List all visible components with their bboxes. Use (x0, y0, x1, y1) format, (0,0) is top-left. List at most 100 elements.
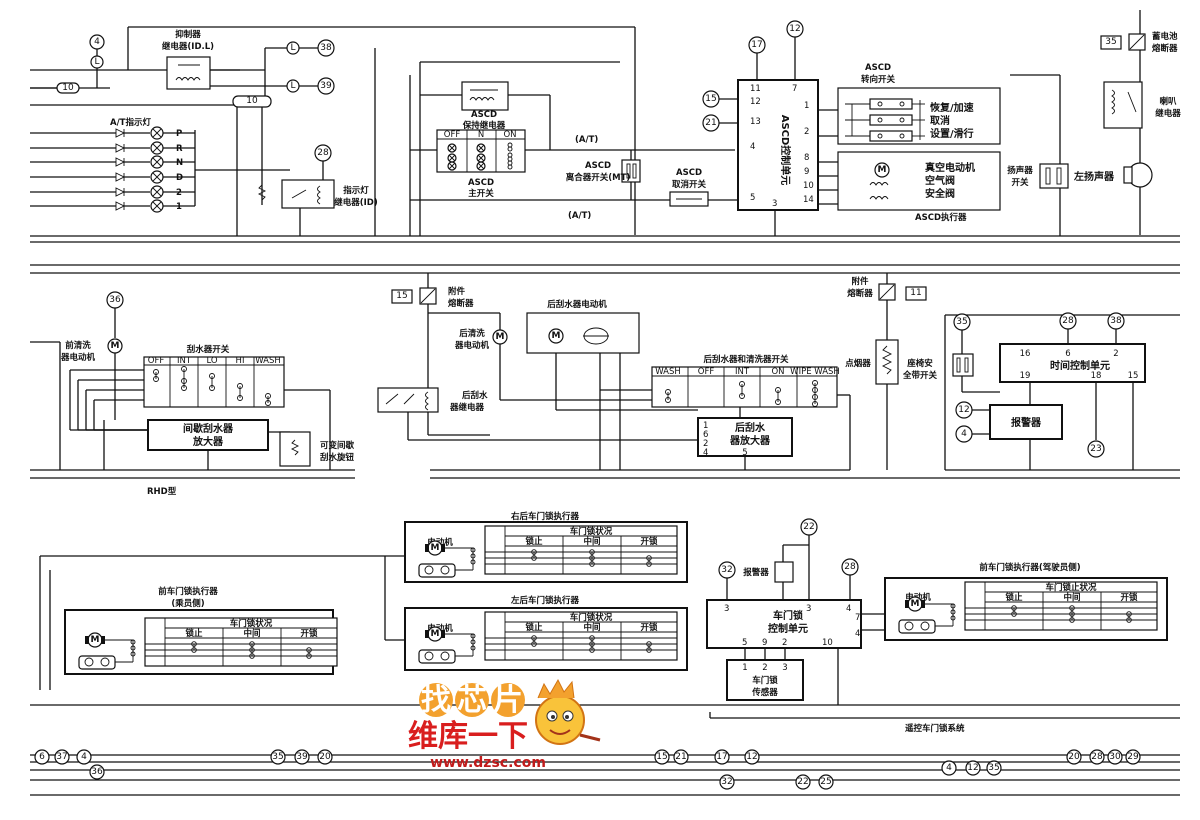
footer-connector (1089, 749, 1105, 765)
wiper-col-label: HI (236, 356, 245, 366)
vacuum-motor-label: 真空电动机 (925, 161, 975, 174)
horn-relay-label: 喇叭 (1159, 96, 1177, 107)
svg-text:16: 16 (1020, 349, 1031, 359)
lock-sensor-label: 车门锁 (752, 675, 778, 686)
rear-wiper-motor-label: 后刮水器电动机 (547, 299, 607, 310)
battery-fuse-label: 蓄电池 (1152, 31, 1178, 42)
svg-text:3: 3 (782, 663, 787, 673)
cancel-switch-label2: 取消开关 (672, 179, 707, 190)
fd-actuator-label: 前车门锁执行器(驾驶员侧) (979, 562, 1080, 573)
main-switch-label2: 主开关 (468, 188, 494, 199)
svg-text:M: M (431, 543, 440, 553)
footer-connector (294, 749, 310, 765)
timer-unit-label: 时间控制单元 (1050, 359, 1110, 372)
svg-text:13: 13 (750, 117, 761, 127)
rear-col-label: WASH (655, 367, 681, 377)
status-col-label: 中间 (243, 628, 260, 639)
status-col-label: 开锁 (640, 622, 658, 633)
footer-connector-num: 35 (272, 752, 283, 762)
svg-text:9: 9 (762, 638, 767, 648)
svg-text:OFF: OFF (444, 130, 461, 140)
connector-4: 4 (94, 37, 100, 47)
suppressor-relay-label2: 继电器(ID.L) (162, 41, 214, 52)
cancel-switch-label: ASCD (676, 168, 702, 178)
footer-connector-num: 36 (91, 767, 103, 777)
rear-col-label: ON (771, 367, 784, 377)
lock-status-table (144, 617, 338, 667)
connector-21: 21 (705, 118, 716, 128)
svg-text:8: 8 (804, 153, 809, 163)
lock-status-table (964, 581, 1158, 631)
svg-text:7: 7 (855, 613, 860, 623)
svg-text:M: M (111, 341, 120, 351)
gear-position-label: N (176, 158, 183, 168)
svg-text:7: 7 (792, 84, 797, 94)
footer-connector (744, 749, 760, 765)
ascd-hold-relay-label: ASCD (471, 110, 497, 120)
steering-switch-label2: 转向开关 (861, 74, 896, 85)
status-col-label: 开锁 (640, 536, 658, 547)
svg-text:14: 14 (803, 195, 814, 205)
rear-amp-label2: 器放大器 (729, 434, 771, 447)
footer-connector (795, 774, 811, 790)
footer-connector-num: 4 (81, 752, 87, 762)
contact-icon (507, 164, 513, 170)
wiper-col-label: OFF (148, 356, 165, 366)
svg-text:2: 2 (703, 439, 708, 449)
lock-mechanism-icon (898, 619, 936, 634)
rhd-label: RHD型 (147, 486, 177, 497)
cig-lighter-label: 点烟器 (845, 358, 871, 369)
connector-15-mid: 15 (396, 291, 407, 301)
lock-mechanism-icon (78, 655, 116, 670)
lock-status-title: 车门锁状况 (570, 612, 613, 623)
svg-text:15: 15 (1128, 371, 1139, 381)
steering-switch-label: ASCD (865, 63, 891, 73)
footer-connector (986, 760, 1002, 776)
svg-text:3: 3 (806, 604, 811, 614)
intermittent-amp-label: 间歇刮水器 (183, 422, 234, 435)
connector-10-center: 10 (246, 96, 258, 106)
connector-28-bottom: 28 (844, 562, 856, 572)
connector-12: 12 (789, 24, 800, 34)
lock-status-title: 车门锁状况 (230, 618, 273, 629)
air-valve-label: 空气阀 (925, 174, 955, 187)
svg-text:L: L (290, 43, 295, 53)
footer-connector-num: 12 (967, 763, 978, 773)
seat-belt-label: 座椅安 (906, 358, 933, 369)
rear-switch-label: 后刮水器和清洗器开关 (703, 354, 789, 365)
diode-icon (115, 187, 126, 197)
wiper-switch-label: 刮水器开关 (187, 344, 230, 355)
rear-wiper-relay-label2: 器继电器 (449, 402, 485, 413)
lock-mechanism-icon (418, 649, 456, 664)
svg-text:3: 3 (772, 199, 777, 209)
ascd-hold-relay-label2: 保持继电器 (462, 120, 506, 131)
gear-position-label: P (176, 129, 182, 139)
svg-text:1: 1 (804, 101, 809, 111)
footer-connector-num: 28 (1091, 752, 1103, 762)
footer-connector-num: 39 (296, 752, 308, 762)
gear-position-label: 1 (176, 202, 182, 212)
svg-text:5: 5 (742, 448, 747, 458)
seat-belt-label2: 全带开关 (902, 370, 938, 381)
status-col-label: 开锁 (1120, 592, 1138, 603)
clutch-switch-label: ASCD (585, 161, 611, 171)
wiper-col-label: INT (177, 356, 192, 366)
footer-connector-num: 30 (1109, 752, 1121, 762)
footer-connector (714, 749, 730, 765)
connector-35-top: 35 (1105, 37, 1116, 47)
at-label-2: (A/T) (568, 211, 591, 221)
fp-actuator-label2: (乘员侧) (171, 598, 204, 609)
main-switch-label: ASCD (468, 178, 494, 188)
svg-text:M: M (431, 629, 440, 639)
svg-text:12: 12 (750, 97, 761, 107)
footer-connector (818, 774, 834, 790)
svg-text:1: 1 (703, 421, 708, 431)
svg-text:5: 5 (750, 193, 755, 203)
svg-text:4: 4 (750, 142, 755, 152)
svg-text:19: 19 (1020, 371, 1031, 381)
rr-actuator-label: 右后车门锁执行器 (510, 511, 580, 522)
connector-12-mid: 12 (958, 405, 969, 415)
alarm-label: 报警器 (1011, 416, 1042, 429)
svg-text:M: M (91, 635, 100, 645)
svg-text:芯: 芯 (457, 683, 487, 718)
